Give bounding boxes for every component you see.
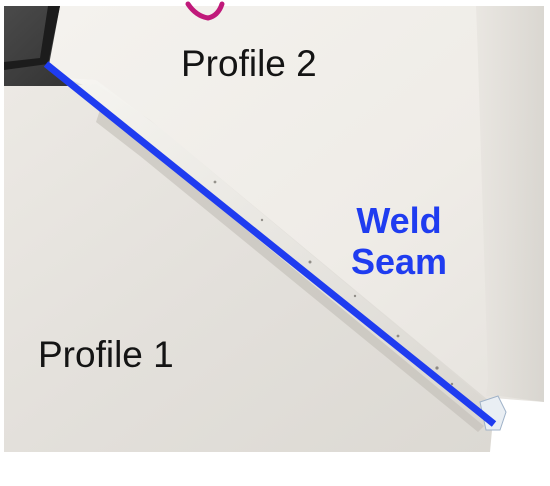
profile-1-surface: [4, 84, 492, 452]
weld-speckles: [213, 180, 454, 386]
profile-2-surface: [48, 6, 544, 402]
profile-2-label: Profile 2: [181, 43, 317, 84]
weld-seam-label-line-1: Weld: [356, 200, 442, 241]
pen-mark: [185, 1, 225, 21]
profile-gap: [4, 6, 60, 70]
weld-seam-line: [43, 61, 497, 427]
profile-2-side-face: [476, 6, 544, 402]
weld-seam-label: Weld Seam: [344, 200, 454, 283]
weld-seam-label-line-2: Seam: [350, 241, 448, 283]
weld-shadow: [96, 110, 484, 432]
profile-1-label: Profile 1: [38, 334, 174, 375]
